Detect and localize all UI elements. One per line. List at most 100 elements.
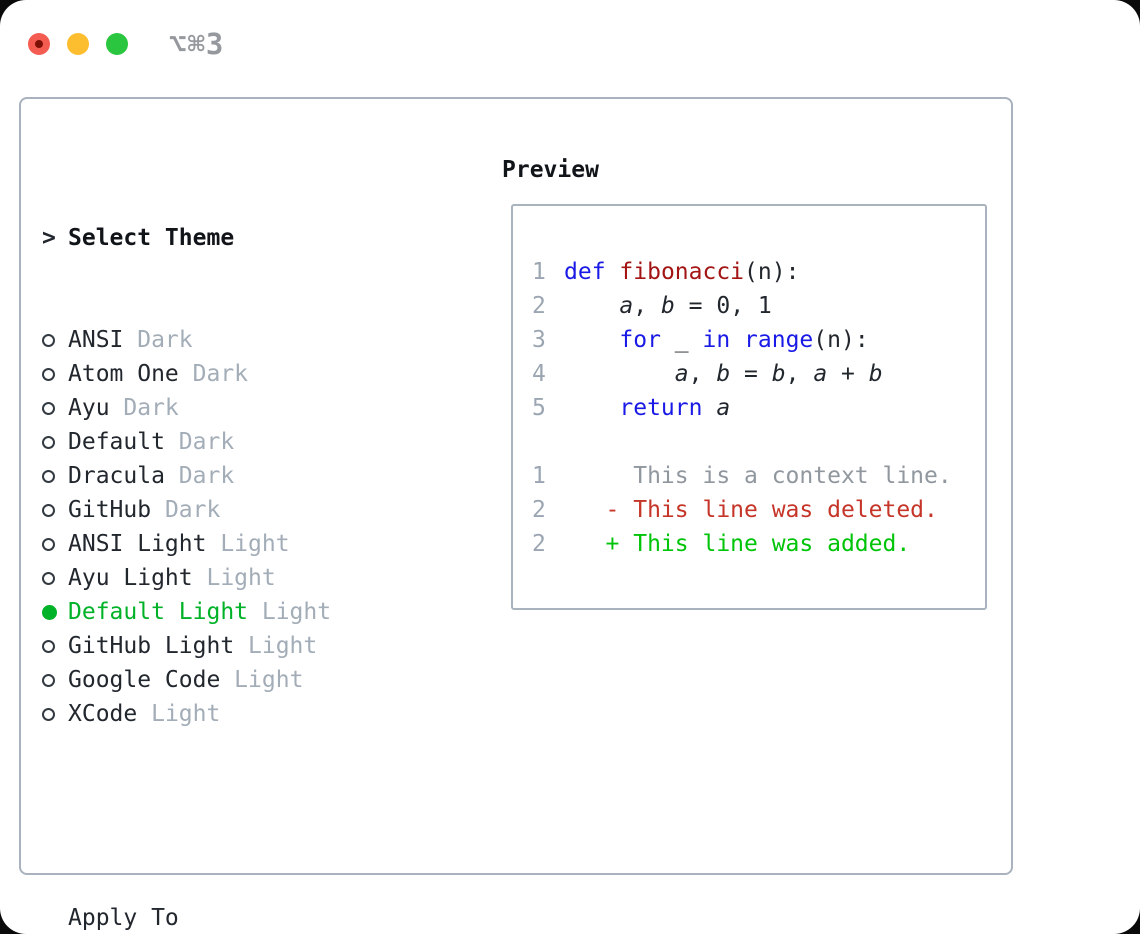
theme-item-variant: Light — [137, 701, 221, 727]
theme-item-name: XCode — [68, 701, 138, 727]
theme-item[interactable]: XCode Light — [42, 697, 430, 731]
radio-icon[interactable] — [42, 673, 68, 687]
diff-text: - This line was deleted. — [564, 497, 938, 523]
theme-item-name: Dracula — [68, 463, 165, 489]
radio-icon[interactable] — [42, 503, 68, 517]
theme-item-name: Default — [68, 429, 165, 455]
theme-item-variant: Light — [248, 599, 332, 625]
theme-item-name: Google Code — [68, 667, 221, 693]
theme-item-variant: Light — [192, 565, 276, 591]
line-number: 2 — [532, 497, 546, 523]
code-token: = 0, 1 — [674, 293, 772, 319]
diff-text: This is a context line. — [564, 463, 952, 489]
theme-item[interactable]: ANSI Dark — [42, 323, 430, 357]
theme-item-variant: Dark — [123, 327, 193, 353]
radio-icon[interactable] — [42, 707, 68, 721]
theme-item[interactable]: Dracula Dark — [42, 459, 430, 493]
code-token: in — [702, 327, 731, 353]
code-token: b — [868, 361, 883, 387]
preview-diff-line: 2 - This line was deleted. — [532, 493, 952, 527]
code-token: b — [771, 361, 786, 387]
code-token: def — [564, 259, 606, 285]
preview-code-line: 2 a, b = 0, 1 — [532, 289, 952, 323]
code-token — [564, 395, 619, 421]
radio-icon[interactable] — [42, 435, 68, 449]
code-token — [564, 293, 619, 319]
theme-item[interactable]: GitHub Dark — [42, 493, 430, 527]
titlebar: ⌥⌘3 — [28, 27, 224, 61]
code-token: b — [716, 361, 731, 387]
theme-item-name: GitHub Light — [68, 633, 235, 659]
apply-to-header: Apply To — [42, 901, 430, 934]
window-shortcut-label: ⌥⌘3 — [169, 27, 225, 61]
line-number: 3 — [532, 327, 546, 353]
theme-item[interactable]: Ayu Dark — [42, 391, 430, 425]
preview-code-line: 4 a, b = b, a + b — [532, 357, 952, 391]
radio-icon[interactable] — [42, 469, 68, 483]
code-token: (n): — [813, 327, 869, 353]
code-token: = — [730, 361, 772, 387]
theme-item[interactable]: ANSI Light Light — [42, 527, 430, 561]
theme-list-title: Select Theme — [68, 225, 235, 251]
code-token: (n): — [744, 259, 800, 285]
code-token — [702, 395, 716, 421]
radio-icon[interactable] — [42, 367, 68, 381]
code-token — [564, 327, 619, 353]
radio-icon[interactable] — [42, 401, 68, 415]
theme-item[interactable]: Ayu Light Light — [42, 561, 430, 595]
theme-item-name: Default Light — [68, 599, 249, 625]
theme-item[interactable]: GitHub Light Light — [42, 629, 430, 663]
code-token: a — [619, 293, 634, 319]
theme-item-name: ANSI Light — [68, 531, 207, 557]
code-token: _ — [660, 327, 703, 353]
diff-text: + This line was added. — [564, 531, 911, 557]
code-token: , — [688, 361, 717, 387]
line-number: 2 — [532, 531, 546, 557]
theme-item-variant: Light — [206, 531, 290, 557]
preview-code-line: 5 return a — [532, 391, 952, 425]
code-token: fibonacci — [619, 259, 745, 285]
theme-item[interactable]: Default Dark — [42, 425, 430, 459]
focus-caret: > — [42, 225, 56, 251]
theme-item-name: Atom One — [68, 361, 179, 387]
theme-item-name: GitHub — [68, 497, 152, 523]
close-button[interactable] — [28, 33, 50, 55]
preview-title: Preview — [502, 157, 599, 183]
theme-item-name: Ayu Light — [68, 565, 193, 591]
theme-item-variant: Dark — [109, 395, 179, 421]
theme-item[interactable]: Google Code Light — [42, 663, 430, 697]
theme-item[interactable]: Atom One Dark — [42, 357, 430, 391]
theme-item-variant: Light — [220, 667, 304, 693]
code-token — [564, 361, 675, 387]
code-token — [606, 259, 620, 285]
code-token — [730, 327, 744, 353]
theme-item-name: ANSI — [68, 327, 124, 353]
code-token: range — [744, 327, 814, 353]
theme-item-variant: Dark — [164, 429, 235, 455]
radio-icon[interactable] — [42, 537, 68, 551]
preview-code-line: 3 for _ in range(n): — [532, 323, 952, 357]
line-number: 2 — [532, 293, 546, 319]
theme-item-variant: Dark — [151, 497, 221, 523]
code-token: , — [785, 361, 814, 387]
zoom-button[interactable] — [106, 33, 128, 55]
apply-to-title: Apply To — [68, 905, 179, 931]
radio-icon[interactable] — [42, 333, 68, 347]
code-token: a — [813, 361, 828, 387]
code-token: , — [633, 293, 661, 319]
theme-item[interactable]: Default Light Light — [42, 595, 430, 629]
radio-icon[interactable] — [42, 571, 68, 585]
select-theme-header: > Select Theme — [42, 221, 430, 255]
line-number: 4 — [532, 361, 546, 387]
minimize-button[interactable] — [67, 33, 89, 55]
theme-item-variant: Dark — [164, 463, 235, 489]
radio-selected-icon[interactable] — [42, 604, 68, 620]
radio-icon[interactable] — [42, 639, 68, 653]
code-token: b — [660, 293, 675, 319]
